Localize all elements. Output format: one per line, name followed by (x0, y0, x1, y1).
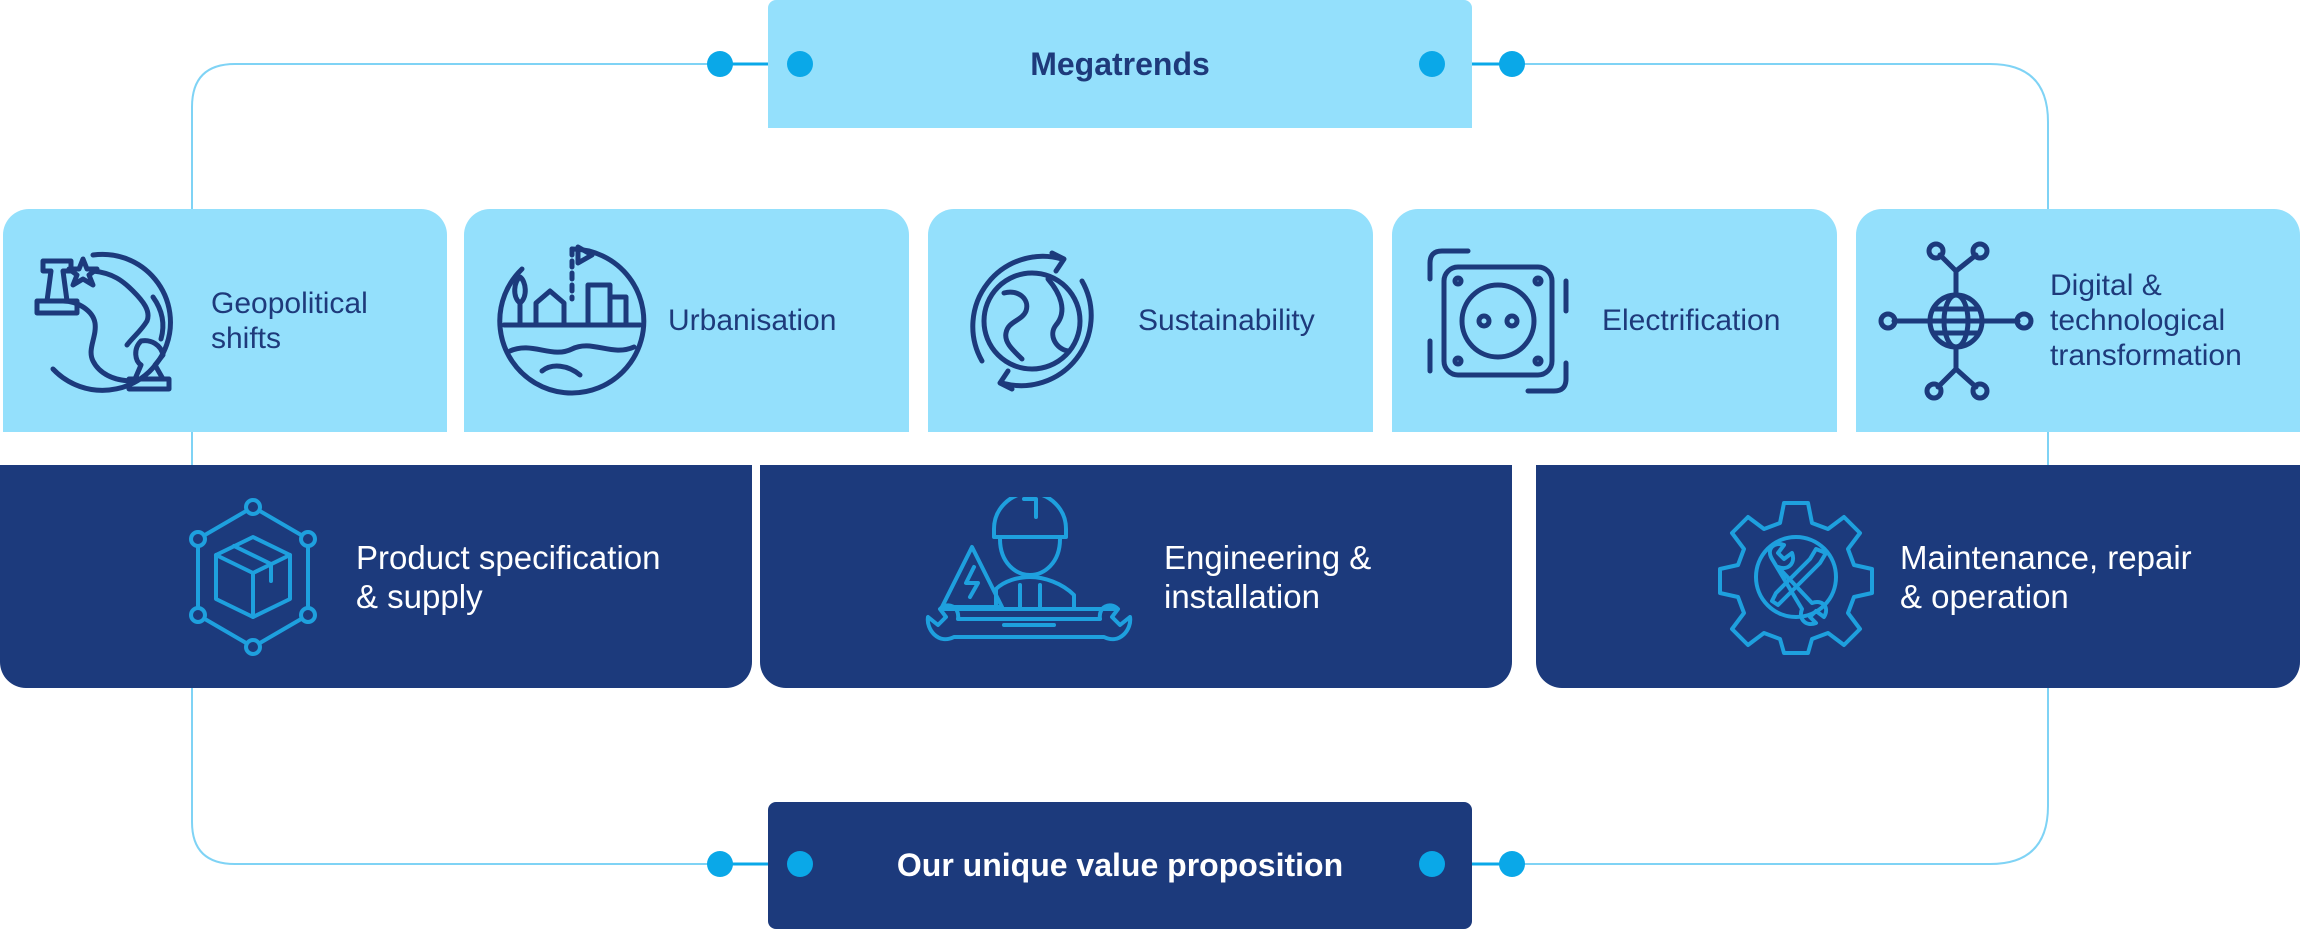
service-card-maintenance: Maintenance, repair & operation (1536, 465, 2300, 688)
value-proposition-title: Our unique value proposition (896, 847, 1344, 883)
city-globe-icon (497, 244, 647, 395)
megatrend-card-digital: Digital & technological transformation (1856, 209, 2300, 432)
megatrend-label: Urbanisation (668, 304, 837, 337)
megatrend-card-urbanisation: Urbanisation (464, 209, 909, 432)
megatrend-label: Geopolitical shifts (211, 286, 368, 355)
megatrend-card-geopolitical: Geopolitical shifts (3, 209, 447, 432)
engineer-wrench-icon (925, 496, 1133, 641)
service-card-engineering: Engineering & installation (760, 465, 1512, 688)
megatrends-header: Megatrends (768, 0, 1472, 128)
power-socket-icon (1427, 248, 1569, 393)
connector-dot (1499, 51, 1525, 77)
service-label: Maintenance, repair & operation (1900, 538, 2192, 615)
box-network-icon (189, 497, 317, 656)
network-globe-icon (1878, 241, 2034, 400)
megatrends-title: Megatrends (1030, 45, 1210, 82)
service-label: Product specification & supply (356, 538, 661, 615)
service-card-product: Product specification & supply (0, 465, 752, 688)
value-proposition-footer: Our unique value proposition (768, 802, 1472, 929)
top-dots (787, 51, 1445, 77)
megatrend-card-electrification: Electrification (1392, 209, 1837, 432)
megatrend-card-sustainability: Sustainability (928, 209, 1373, 432)
bottom-dots (787, 851, 1445, 877)
connector-dot (707, 851, 733, 877)
connector-dot (1499, 851, 1525, 877)
megatrend-label: Digital & technological transformation (2050, 269, 2242, 372)
service-label: Engineering & installation (1164, 538, 1372, 615)
globe-chess-icon (34, 251, 173, 393)
connector-dot (707, 51, 733, 77)
megatrend-label: Sustainability (1138, 304, 1315, 337)
gear-tools-icon (1718, 500, 1874, 655)
megatrend-label: Electrification (1602, 304, 1781, 337)
globe-cycle-icon (970, 250, 1094, 391)
